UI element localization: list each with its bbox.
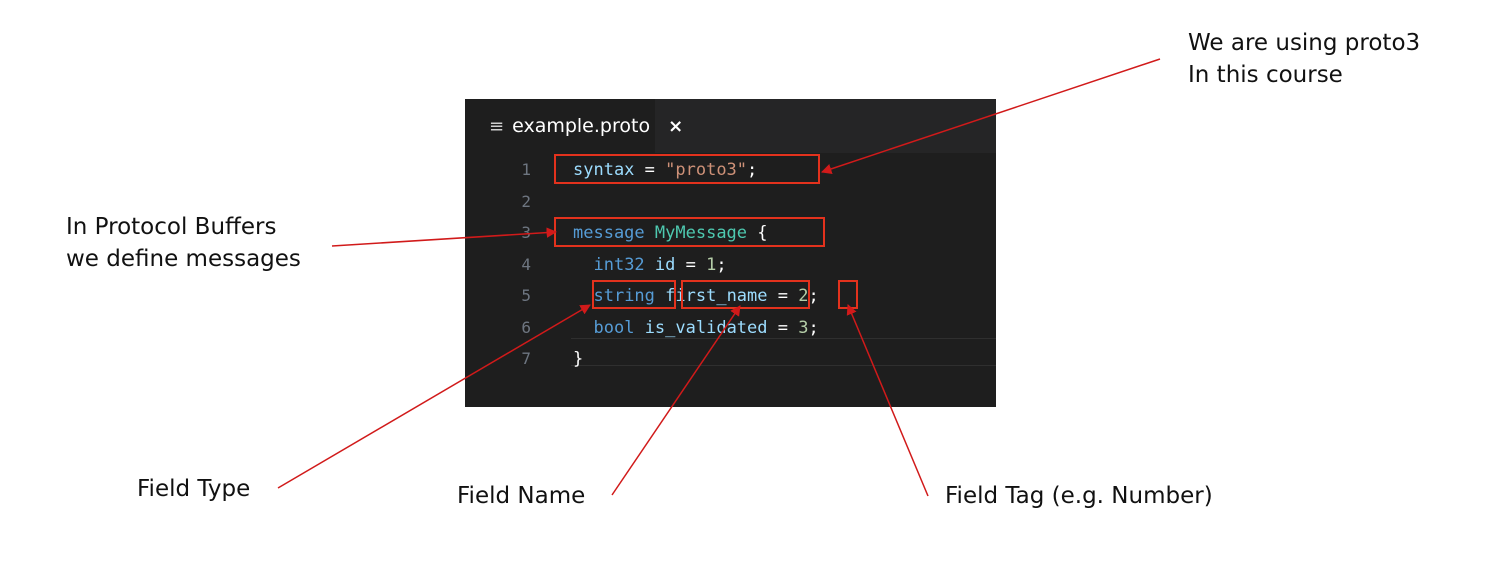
line-number: 6 — [521, 318, 531, 337]
line-number: 5 — [521, 286, 531, 305]
code-token: ; — [808, 286, 819, 306]
code-token: { — [747, 223, 768, 243]
highlight-field-name — [681, 280, 810, 309]
code-line: string first_name = 2; — [573, 283, 819, 309]
annotation-field-tag: Field Tag (e.g. Number) — [945, 483, 1213, 509]
code-token: is_validated — [644, 318, 768, 338]
line-number: 3 — [521, 223, 531, 242]
code-line: bool is_validated = 3; — [573, 315, 819, 341]
highlight-syntax-statement — [554, 154, 820, 184]
tab-filename: example.proto — [512, 115, 651, 137]
code-line: int32 id = 1; — [573, 252, 727, 278]
code-line: } — [573, 346, 583, 372]
arrow-field-tag — [846, 304, 929, 497]
arrow-proto3 — [821, 58, 1161, 174]
arrow-field-name — [611, 305, 741, 496]
annotation-messages: In Protocol Buffers we define messages — [66, 211, 301, 275]
code-token: = — [767, 318, 799, 338]
code-token: = — [634, 160, 666, 180]
code-token: 2 — [798, 286, 809, 306]
line-number: 2 — [521, 192, 531, 211]
code-token: ; — [747, 160, 758, 180]
annotation-proto3: We are using proto3 In this course — [1188, 27, 1420, 91]
annotation-field-type: Field Type — [137, 476, 251, 502]
menu-lines-icon: ≡ — [489, 115, 505, 137]
code-token: bool — [593, 318, 635, 338]
annotation-field-name: Field Name — [457, 483, 586, 509]
code-token: first_name — [665, 286, 768, 306]
code-token: id — [654, 255, 676, 275]
current-line-highlight — [571, 338, 996, 366]
annotation-messages-line1: In Protocol Buffers — [66, 214, 277, 240]
code-token: 3 — [798, 318, 809, 338]
line-number: 7 — [521, 349, 531, 368]
annotation-proto3-line1: We are using proto3 — [1188, 30, 1421, 56]
line-number: 1 — [521, 160, 531, 179]
annotation-proto3-line2: In this course — [1188, 62, 1343, 88]
code-token: syntax — [573, 160, 635, 180]
code-token: string — [593, 286, 655, 306]
code-token: } — [573, 349, 584, 369]
line-number: 4 — [521, 255, 531, 274]
highlight-field-type — [592, 280, 676, 309]
code-line: syntax = "proto3"; — [573, 157, 757, 183]
annotation-messages-line2: we define messages — [66, 246, 301, 272]
arrow-field-type — [277, 304, 591, 489]
close-icon[interactable]: × — [668, 115, 684, 137]
code-token: MyMessage — [654, 223, 748, 243]
code-token: int32 — [593, 255, 645, 275]
code-line: message MyMessage { — [573, 220, 768, 246]
code-token: = — [767, 286, 799, 306]
code-token: "proto3" — [665, 160, 748, 180]
editor-tab[interactable]: ≡ example.proto × — [465, 99, 683, 153]
arrow-messages — [331, 227, 558, 247]
code-token: = — [675, 255, 707, 275]
code-token: ; — [808, 318, 819, 338]
code-token: ; — [716, 255, 727, 275]
code-token: message — [573, 223, 645, 243]
code-token: 1 — [706, 255, 717, 275]
